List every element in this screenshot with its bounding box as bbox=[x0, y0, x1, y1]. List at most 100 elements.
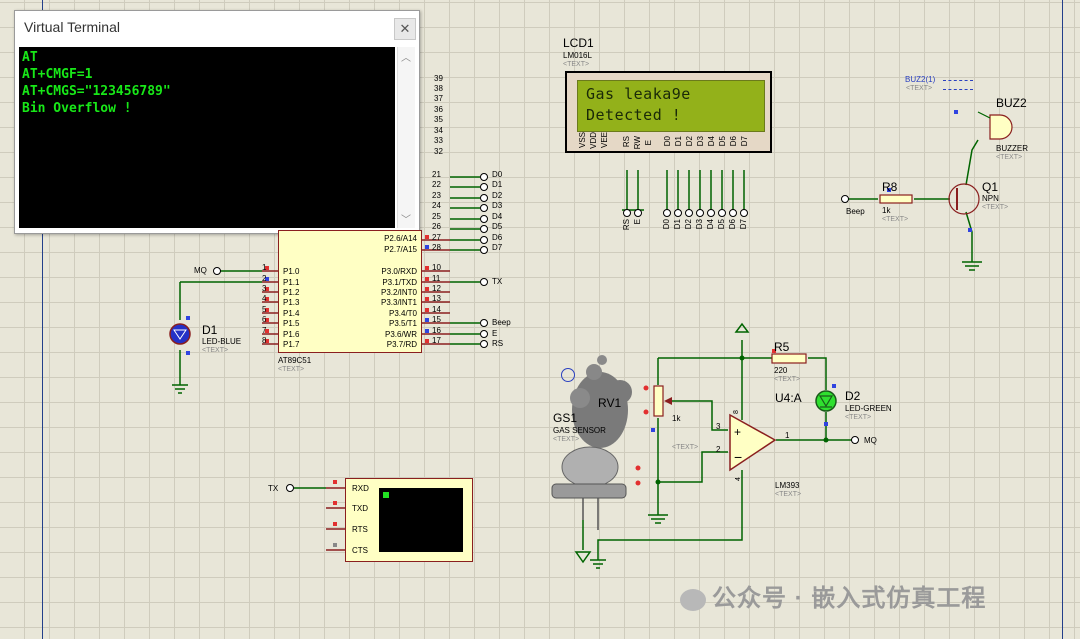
net-label: D1 bbox=[492, 180, 503, 189]
lcd-pin-label: D5 bbox=[718, 136, 727, 147]
scroll-down-icon[interactable]: ﹀ bbox=[401, 215, 411, 226]
ref-gs1: GS1 bbox=[553, 411, 578, 425]
pin-label: P2.6/A14 bbox=[384, 234, 417, 243]
pin-number: 27 bbox=[432, 233, 441, 242]
pin-number: 8 bbox=[262, 336, 267, 345]
pin-label: P2.7/A15 bbox=[384, 245, 417, 254]
pin-number: 33 bbox=[434, 136, 443, 145]
pin-label: P1.4 bbox=[283, 309, 300, 318]
opamp-pin-3: 3 bbox=[716, 422, 721, 431]
text-tag: <TEXT> bbox=[278, 366, 305, 373]
part-q1: NPN bbox=[982, 194, 999, 203]
pin-label: P3.3/INT1 bbox=[380, 298, 417, 307]
lcd-pin-label: VSS bbox=[578, 132, 587, 149]
pin-number: 32 bbox=[434, 147, 443, 156]
net-label-tx: TX bbox=[268, 484, 279, 493]
scroll-up-icon[interactable]: ︿ bbox=[401, 53, 411, 64]
pin-label: P3.0/RXD bbox=[381, 267, 417, 276]
led-green-d2[interactable] bbox=[815, 390, 837, 412]
net-label: D4 bbox=[492, 212, 503, 221]
lcd-line-2: Detected ! bbox=[586, 106, 682, 124]
value-r8: 1k bbox=[882, 206, 891, 215]
serial-pin-label: RXD bbox=[352, 484, 369, 493]
ref-d1: D1 bbox=[202, 323, 218, 337]
net-label-mq: MQ bbox=[194, 266, 207, 275]
ref-q1: Q1 bbox=[982, 180, 999, 194]
close-icon[interactable]: ✕ bbox=[394, 18, 416, 40]
lcd-pin-label: VEE bbox=[600, 132, 609, 149]
net-label: D5 bbox=[717, 219, 726, 230]
value-r5: 220 bbox=[774, 366, 788, 375]
ref-buz2: BUZ2 bbox=[996, 96, 1027, 110]
pin-label: P3.1/TXD bbox=[382, 278, 417, 287]
net-label: RS bbox=[492, 339, 504, 348]
text-tag: <TEXT> bbox=[774, 376, 801, 383]
text-tag: <TEXT> bbox=[906, 85, 933, 92]
value-rv1: 1k bbox=[672, 414, 681, 423]
lcd-display[interactable]: Gas leaka9e Detected ! bbox=[565, 71, 772, 153]
lcd-pin-label: D2 bbox=[685, 136, 694, 147]
part-buz2: BUZZER bbox=[996, 144, 1028, 153]
resistor-r5[interactable] bbox=[771, 353, 807, 364]
potentiometer-rv1[interactable] bbox=[653, 385, 664, 417]
transistor-q1[interactable] bbox=[948, 183, 980, 215]
part-lcd1: LM016L bbox=[563, 51, 592, 60]
virtual-terminal-window[interactable]: Virtual Terminal ✕ AT AT+CMGF=1 AT+CMGS=… bbox=[14, 10, 420, 234]
pin-number: 4 bbox=[262, 294, 267, 303]
lcd-pin-label: D3 bbox=[696, 136, 705, 147]
net-label: RS bbox=[622, 219, 631, 231]
buzzer-buz2[interactable] bbox=[989, 114, 1013, 140]
part-d2: LED-GREEN bbox=[845, 404, 892, 413]
terminal-scrollbar[interactable]: ︿ ﹀ bbox=[397, 47, 415, 228]
lcd-pin-label: D1 bbox=[674, 136, 683, 147]
net-label: TX bbox=[492, 277, 503, 286]
gas-sensor-gs1[interactable] bbox=[551, 355, 632, 530]
pin-label: P1.1 bbox=[283, 278, 300, 287]
ref-r5: R5 bbox=[774, 340, 790, 354]
net-label: E bbox=[492, 329, 498, 338]
net-label: D0 bbox=[492, 170, 503, 179]
pin-number: 26 bbox=[432, 222, 441, 231]
sheet-border-left bbox=[42, 0, 43, 639]
text-tag: <TEXT> bbox=[553, 436, 580, 443]
pin-number: 23 bbox=[432, 191, 441, 200]
mcu-part: AT89C51 bbox=[278, 356, 312, 365]
part-gs1: GAS SENSOR bbox=[553, 426, 606, 435]
pin-number: 7 bbox=[262, 326, 267, 335]
net-label: D0 bbox=[662, 219, 671, 230]
pin-number: 3 bbox=[262, 284, 267, 293]
pin-number: 36 bbox=[434, 105, 443, 114]
terminal-line: AT+CMGF=1 bbox=[22, 67, 93, 82]
serial-pin-label: CTS bbox=[352, 546, 368, 555]
serial-terminal-component[interactable]: RXD TXD RTS CTS bbox=[345, 478, 473, 562]
ref-r8: R8 bbox=[882, 180, 898, 194]
wechat-icon bbox=[680, 588, 706, 611]
terminal-screen[interactable]: AT AT+CMGF=1 AT+CMGS="123456789" Bin Ove… bbox=[19, 47, 395, 228]
text-tag: <TEXT> bbox=[202, 347, 229, 354]
pin-label: P1.7 bbox=[283, 340, 300, 349]
resistor-r8[interactable] bbox=[879, 194, 913, 204]
lcd-screen: Gas leaka9e Detected ! bbox=[577, 80, 765, 132]
ref-rv1: RV1 bbox=[598, 396, 622, 410]
net-label: D6 bbox=[492, 233, 503, 242]
net-label-buz: BUZ2(1) bbox=[905, 75, 936, 84]
opamp-pin-1: 1 bbox=[785, 431, 790, 440]
terminal-line: AT+CMGS="123456789" bbox=[22, 84, 171, 99]
text-tag: <TEXT> bbox=[775, 491, 802, 498]
pin-number: 2 bbox=[262, 274, 267, 283]
led-blue-d1[interactable] bbox=[169, 323, 191, 345]
net-label-beep: Beep bbox=[846, 207, 865, 216]
pin-label: P3.2/INT0 bbox=[380, 288, 417, 297]
net-label: D2 bbox=[492, 191, 503, 200]
text-tag: <TEXT> bbox=[672, 444, 699, 451]
lcd-pin-label: E bbox=[644, 140, 653, 146]
pin-number: 34 bbox=[434, 126, 443, 135]
net-label: E bbox=[633, 219, 642, 225]
opamp-u4[interactable] bbox=[729, 413, 777, 472]
lcd-pin-label: VDD bbox=[589, 132, 598, 149]
pin-label: P3.7/RD bbox=[386, 340, 417, 349]
net-label: D3 bbox=[492, 201, 503, 210]
lcd-pin-label: D6 bbox=[729, 136, 738, 147]
mcu-at89c51[interactable]: P2.6/A14 P2.7/A15 P1.0 P1.1 P1.2 P1.3 P1… bbox=[278, 230, 422, 353]
